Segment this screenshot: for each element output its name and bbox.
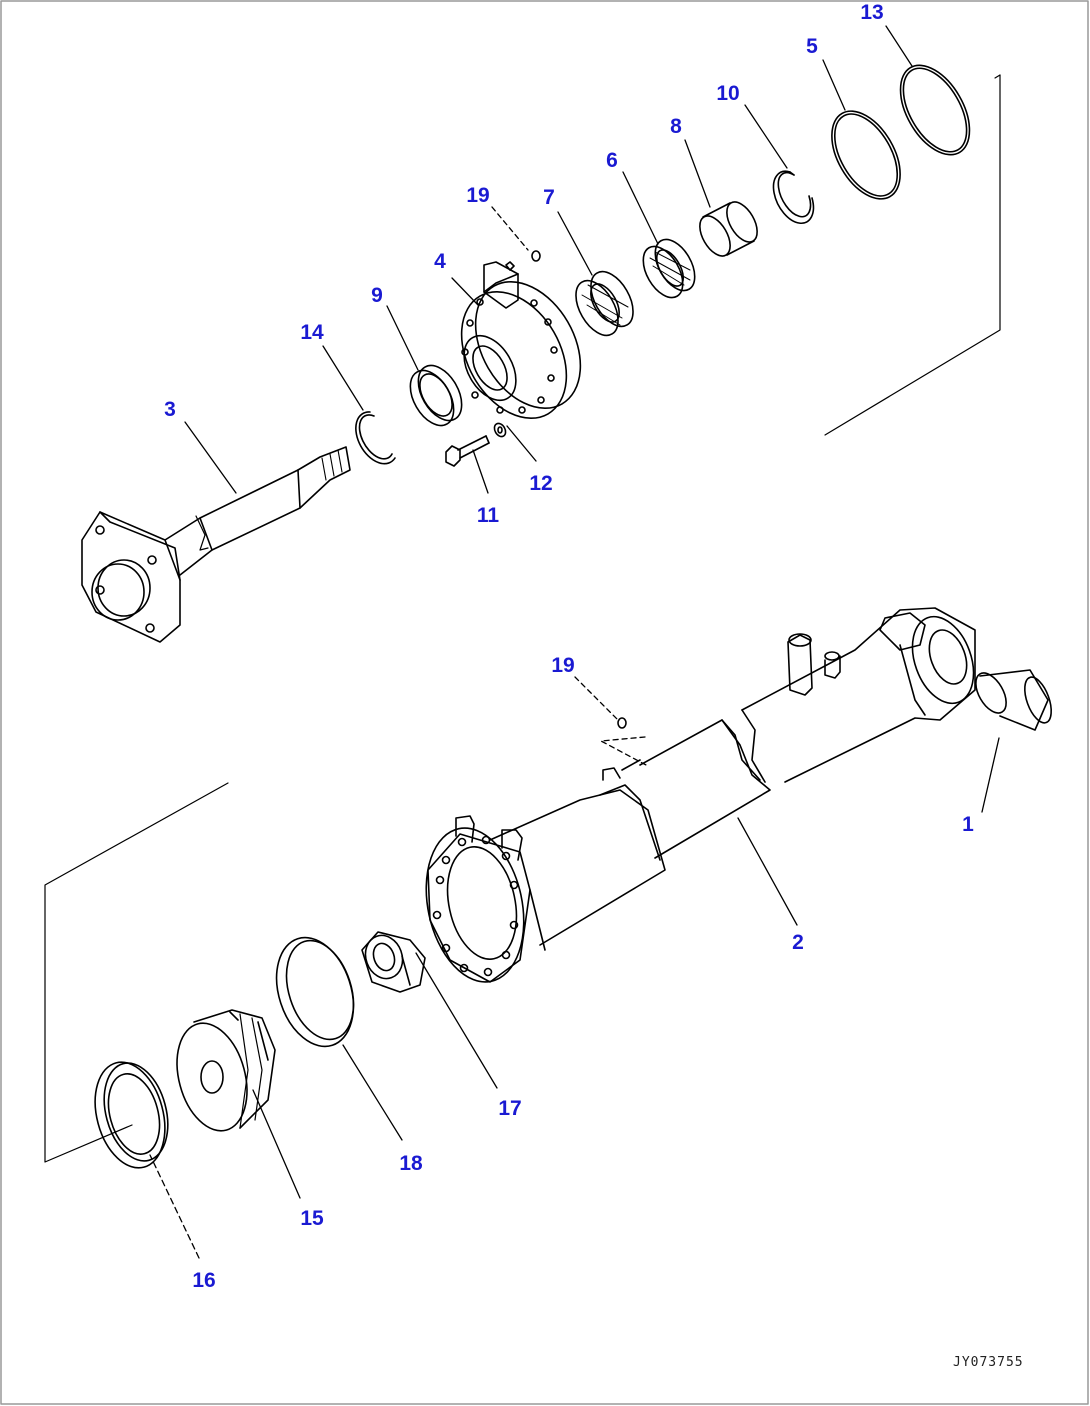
part-15-piston	[176, 1009, 276, 1132]
part-2-cylinder-tube	[425, 607, 976, 983]
callout-10: 10	[716, 82, 740, 105]
callout-3: 3	[164, 398, 176, 421]
callout-7: 7	[543, 186, 555, 209]
part-18-wear-ring	[275, 936, 355, 1048]
callout-15: 15	[300, 1207, 324, 1230]
callout-1: 1	[962, 813, 974, 836]
part-3-piston-rod	[81, 446, 351, 643]
part-4-cylinder-head	[460, 261, 582, 420]
part-19-plug-lower	[617, 717, 627, 729]
callout-13: 13	[860, 1, 884, 24]
callout-18: 18	[399, 1152, 423, 1175]
part-13-o-ring	[899, 64, 971, 156]
part-6-seal	[642, 238, 696, 299]
leader-lines	[149, 25, 1000, 1259]
callout-12: 12	[529, 472, 553, 495]
callout-8: 8	[670, 115, 682, 138]
part-16-seal-ring	[94, 1061, 169, 1169]
callout-4: 4	[434, 250, 446, 273]
group-boundary-lower	[44, 782, 229, 1163]
callout-2: 2	[792, 931, 804, 954]
part-9-seal-ring	[409, 364, 463, 427]
part-12-washer	[493, 422, 507, 438]
part-1-bushing	[975, 669, 1052, 731]
part-17-nut	[361, 931, 426, 993]
part-7-wiper	[575, 270, 634, 337]
callout-14: 14	[300, 321, 324, 344]
part-14-snap-ring	[355, 411, 396, 465]
callout-9: 9	[371, 284, 383, 307]
callout-16: 16	[192, 1269, 216, 1292]
callout-11: 11	[476, 504, 500, 527]
part-19-plug-upper	[531, 250, 541, 262]
drawing-code: JY073755	[953, 1355, 1024, 1370]
callout-19-upper: 19	[466, 184, 490, 207]
callout-17: 17	[498, 1097, 522, 1120]
callout-19-lower: 19	[551, 654, 575, 677]
group-boundary-upper	[824, 74, 1001, 436]
part-8-bushing	[699, 201, 758, 257]
part-11-bolt	[445, 435, 490, 467]
part-5-ring	[831, 110, 901, 200]
callout-6: 6	[606, 149, 618, 172]
part-10-snap-ring	[772, 170, 815, 225]
callout-5: 5	[806, 35, 818, 58]
